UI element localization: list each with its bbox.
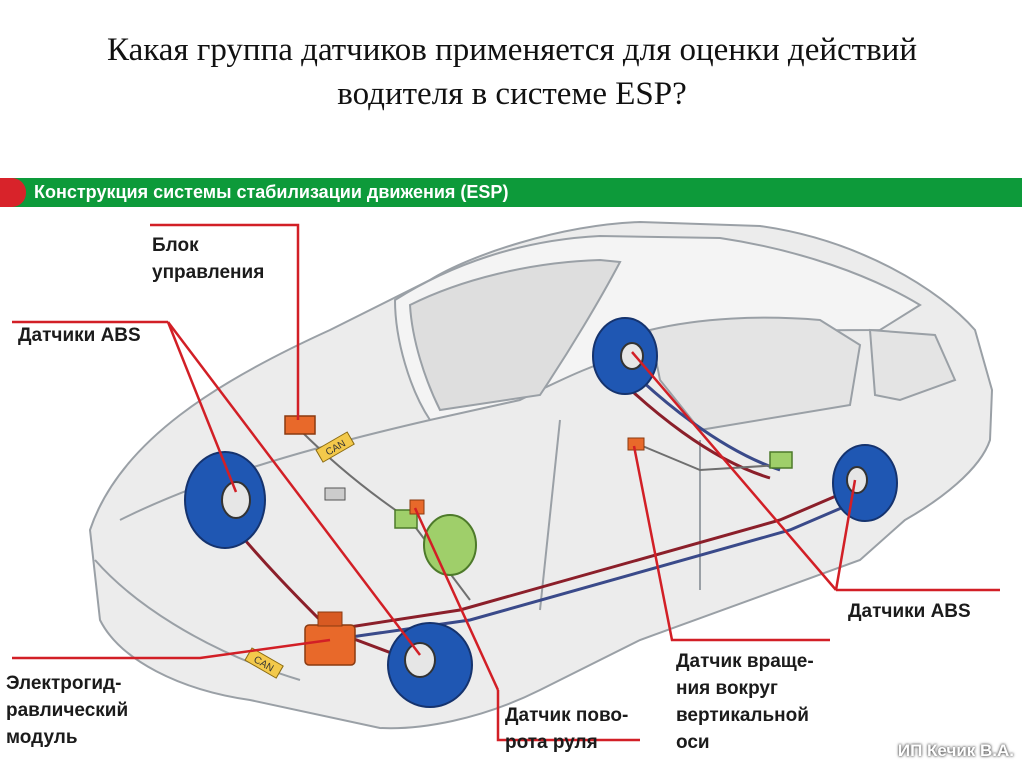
side-window: [648, 316, 862, 432]
label-yaw-rate-sensor-line-1: Датчик враще-: [676, 651, 814, 672]
brake-disc-front-left: [184, 451, 266, 549]
label-steering-angle-sensor-line-1: Датчик пово-: [505, 705, 629, 726]
door-line: [539, 419, 561, 611]
leader-abs-left-a: [166, 321, 238, 493]
slide-title-line-2: водителя в системе ESP?: [337, 76, 687, 112]
author-watermark: ИП Кечик В.А.: [897, 741, 1014, 760]
label-steering-angle-sensor-line-2: рота руля: [505, 732, 598, 753]
windshield: [408, 258, 622, 412]
leader-abs-right-b: [834, 479, 857, 591]
slide-title: Какая группа датчиков применяется для оц…: [0, 28, 1024, 116]
hydraulic-module-component: [304, 611, 356, 666]
label-abs-sensors-right: Датчики ABS: [848, 601, 971, 622]
label-control-unit: Блок управления: [152, 232, 264, 286]
label-hydraulic-module-line-1: Электрогид-: [6, 673, 122, 694]
label-yaw-rate-sensor-line-2: ния вокруг: [676, 678, 778, 699]
label-yaw-rate-sensor-line-3: вертикальной: [676, 705, 809, 726]
connector-component: [324, 487, 346, 501]
diagram-header-bar: [0, 178, 1022, 207]
label-yaw-rate-sensor-line-4: оси: [676, 732, 710, 753]
car-illustration: [88, 220, 994, 730]
leader-steering-b: [413, 507, 500, 691]
leader-lines: [12, 223, 1000, 742]
diagram-header-accent: [0, 178, 26, 207]
diagram-header: Конструкция системы стабилизации движени…: [34, 182, 509, 202]
leader-abs-right-a: [631, 351, 837, 591]
label-hydraulic-module: Электрогид- равлический модуль: [6, 670, 128, 751]
leader-steering: [496, 690, 640, 742]
leader-control-unit: [150, 223, 300, 420]
brake-disc-rear-left: [592, 317, 658, 395]
brake-disc-rear-right: [832, 444, 898, 522]
hood-line: [119, 419, 431, 521]
label-hydraulic-module-line-2: равлический: [6, 700, 129, 721]
leader-abs-left-b: [167, 321, 421, 656]
leader-yaw: [632, 445, 830, 642]
control-unit-component: [284, 415, 316, 435]
side-window-rear: [868, 328, 957, 402]
label-control-unit-line-1: Блок: [152, 235, 199, 256]
yaw-sensor-component: [627, 437, 645, 451]
leader-hydraulic: [12, 638, 331, 660]
label-hydraulic-module-line-3: модуль: [6, 727, 78, 748]
brake-disc-front-right: [387, 622, 473, 708]
label-steering-angle-sensor: Датчик пово- рота руля: [505, 702, 628, 756]
label-abs-sensors-left: Датчики ABS: [18, 325, 141, 346]
slide-title-line-1: Какая группа датчиков применяется для оц…: [107, 32, 917, 68]
abs-valve-rear-component: [769, 451, 793, 469]
label-yaw-rate-sensor: Датчик враще- ния вокруг вертикальной ос…: [676, 648, 814, 756]
brake-booster-component: [394, 509, 477, 576]
label-control-unit-line-2: управления: [152, 262, 265, 283]
